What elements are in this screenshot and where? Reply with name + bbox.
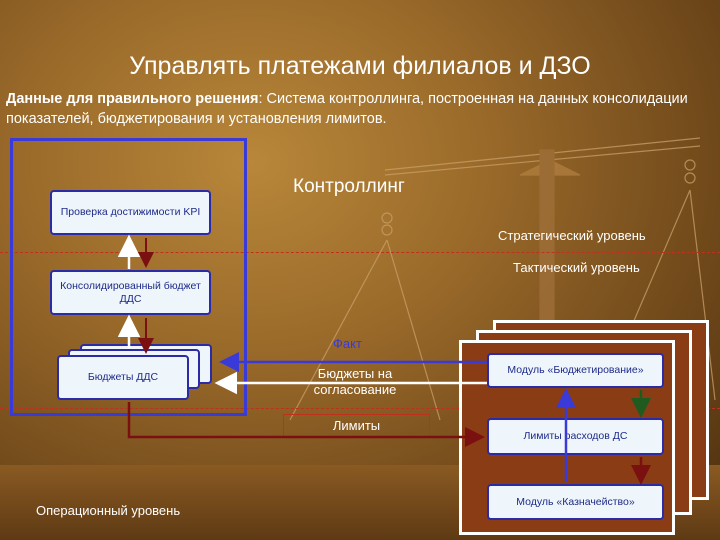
operational-level-label: Операционный уровень xyxy=(36,503,181,518)
tactical-operational-separator xyxy=(0,408,720,409)
treasury-module-node: Модуль «Казначейство» xyxy=(487,484,664,520)
subtitle-rest: : Система контроллинга, построенная на д… xyxy=(6,91,688,127)
limits-flow-label: Лимиты xyxy=(332,418,381,433)
subtitle-bold: Данные для правильного решения xyxy=(6,91,259,107)
expense-limits-node: Лимиты расходов ДС xyxy=(487,418,664,455)
strategic-level-label: Стратегический уровень xyxy=(498,228,646,243)
strategic-tactical-separator xyxy=(0,252,720,253)
kpi-check-node: Проверка достижимости KPI xyxy=(50,190,211,235)
budgeting-module-node: Модуль «Бюджетирование» xyxy=(487,353,664,388)
approval-flow-label: Бюджеты на согласование xyxy=(313,366,397,397)
slide-title: Управлять платежами филиалов и ДЗО xyxy=(129,52,591,80)
tactical-level-label: Тактический уровень xyxy=(513,260,640,275)
fact-flow-label: Факт xyxy=(333,336,362,351)
controlling-label: Контроллинг xyxy=(293,176,405,197)
limits-arrow xyxy=(127,402,485,447)
consolidated-budget-node: Консолидированный бюджет ДДС xyxy=(50,270,211,315)
slide-subtitle: Данные для правильного решения: Система … xyxy=(6,89,716,129)
dds-budgets-node: Бюджеты ДДС xyxy=(57,355,189,400)
